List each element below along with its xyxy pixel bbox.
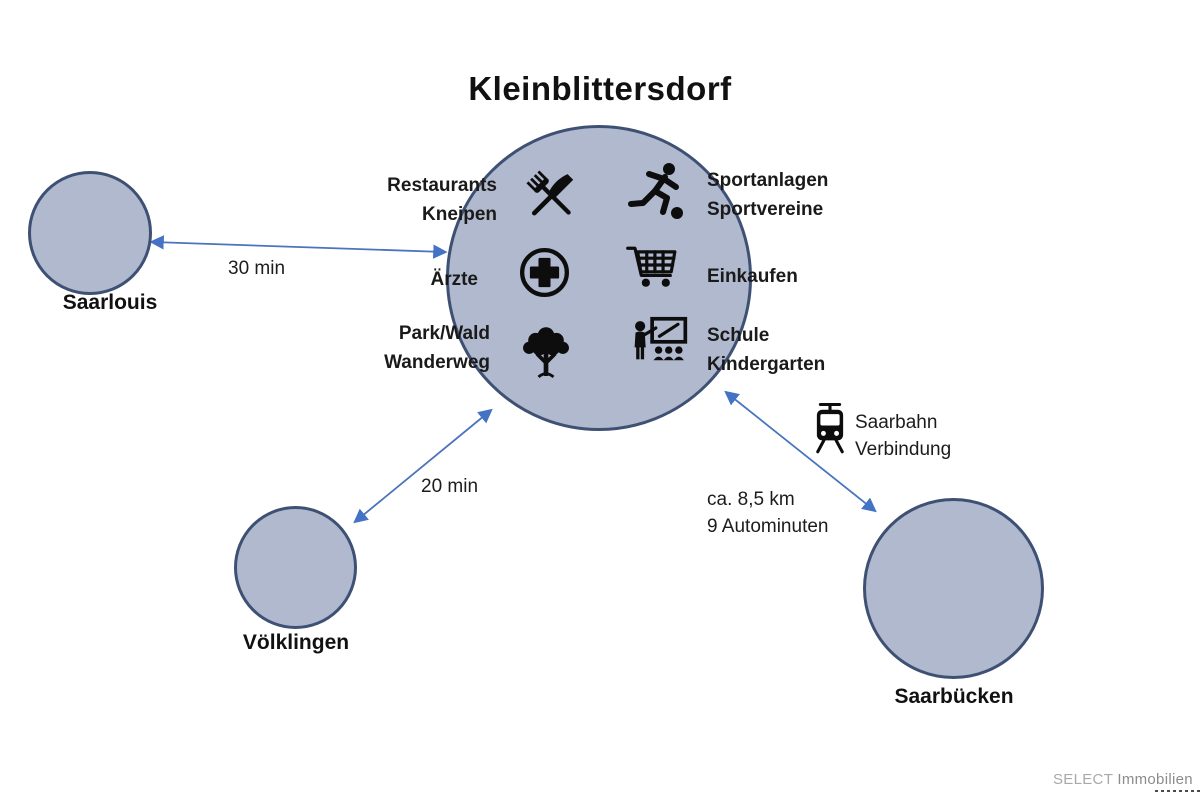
distance-text: ca. 8,5 km <box>707 489 795 510</box>
saarbruecken-circle <box>863 498 1044 679</box>
einkaufen-label: Einkaufen <box>707 262 798 291</box>
teacher-icon <box>628 316 691 375</box>
watermark-brand: SELECT <box>1053 771 1113 788</box>
restaurants-line1: Restaurants <box>387 175 497 196</box>
voelklingen-circle <box>234 506 357 629</box>
aerzte-label: Ärzte <box>340 265 478 294</box>
scan-artifact <box>1155 790 1200 792</box>
travel-time-voelklingen: 20 min <box>421 476 479 497</box>
watermark-suffix: Immobilien <box>1117 771 1193 788</box>
restaurants-label: Restaurants Kneipen <box>340 171 497 229</box>
schule-label: Schule Kindergarten <box>707 321 825 379</box>
saarlouis-circle <box>28 171 152 295</box>
voelklingen-label: Völklingen <box>242 631 350 654</box>
kleinblittersdorf-circle <box>446 125 752 431</box>
sport-line1: Sportanlagen <box>707 170 829 191</box>
train-icon <box>812 401 848 457</box>
shopping-cart-icon <box>625 240 683 300</box>
schule-line1: Schule <box>707 325 770 346</box>
medical-cross-icon <box>517 245 572 300</box>
arrow-voelklingen <box>353 408 493 524</box>
saarlouis-label: Saarlouis <box>62 291 158 314</box>
tree-icon <box>516 322 576 385</box>
travel-distance-saarbruecken: ca. 8,5 km 9 Autominuten <box>707 486 828 540</box>
park-label: Park/Wald Wanderweg <box>340 319 490 377</box>
runner-icon <box>626 160 690 224</box>
saarbahn-text-line2: Verbindung <box>855 439 952 460</box>
fork-knife-icon <box>521 166 581 226</box>
diagram-title: Kleinblittersdorf <box>468 70 732 107</box>
sport-label: Sportanlagen Sportvereine <box>707 166 828 224</box>
restaurants-line2: Kneipen <box>422 204 497 225</box>
duration-text: 9 Autominuten <box>707 516 829 537</box>
sport-line2: Sportvereine <box>707 199 824 220</box>
einkaufen-line1: Einkaufen <box>707 266 798 287</box>
schule-line2: Kindergarten <box>707 354 826 375</box>
aerzte-line1: Ärzte <box>430 269 478 290</box>
arrow-saarlouis <box>149 235 448 259</box>
park-line1: Park/Wald <box>398 323 490 344</box>
watermark: SELECT Immobilien <box>1053 771 1193 788</box>
travel-time-saarlouis: 30 min <box>228 258 286 279</box>
saarbahn-note: Saarbahn Verbindung <box>855 409 951 463</box>
park-line2: Wanderweg <box>384 352 490 373</box>
saarbahn-text-line1: Saarbahn <box>855 412 938 433</box>
saarbruecken-label: Saarbücken <box>894 685 1014 708</box>
